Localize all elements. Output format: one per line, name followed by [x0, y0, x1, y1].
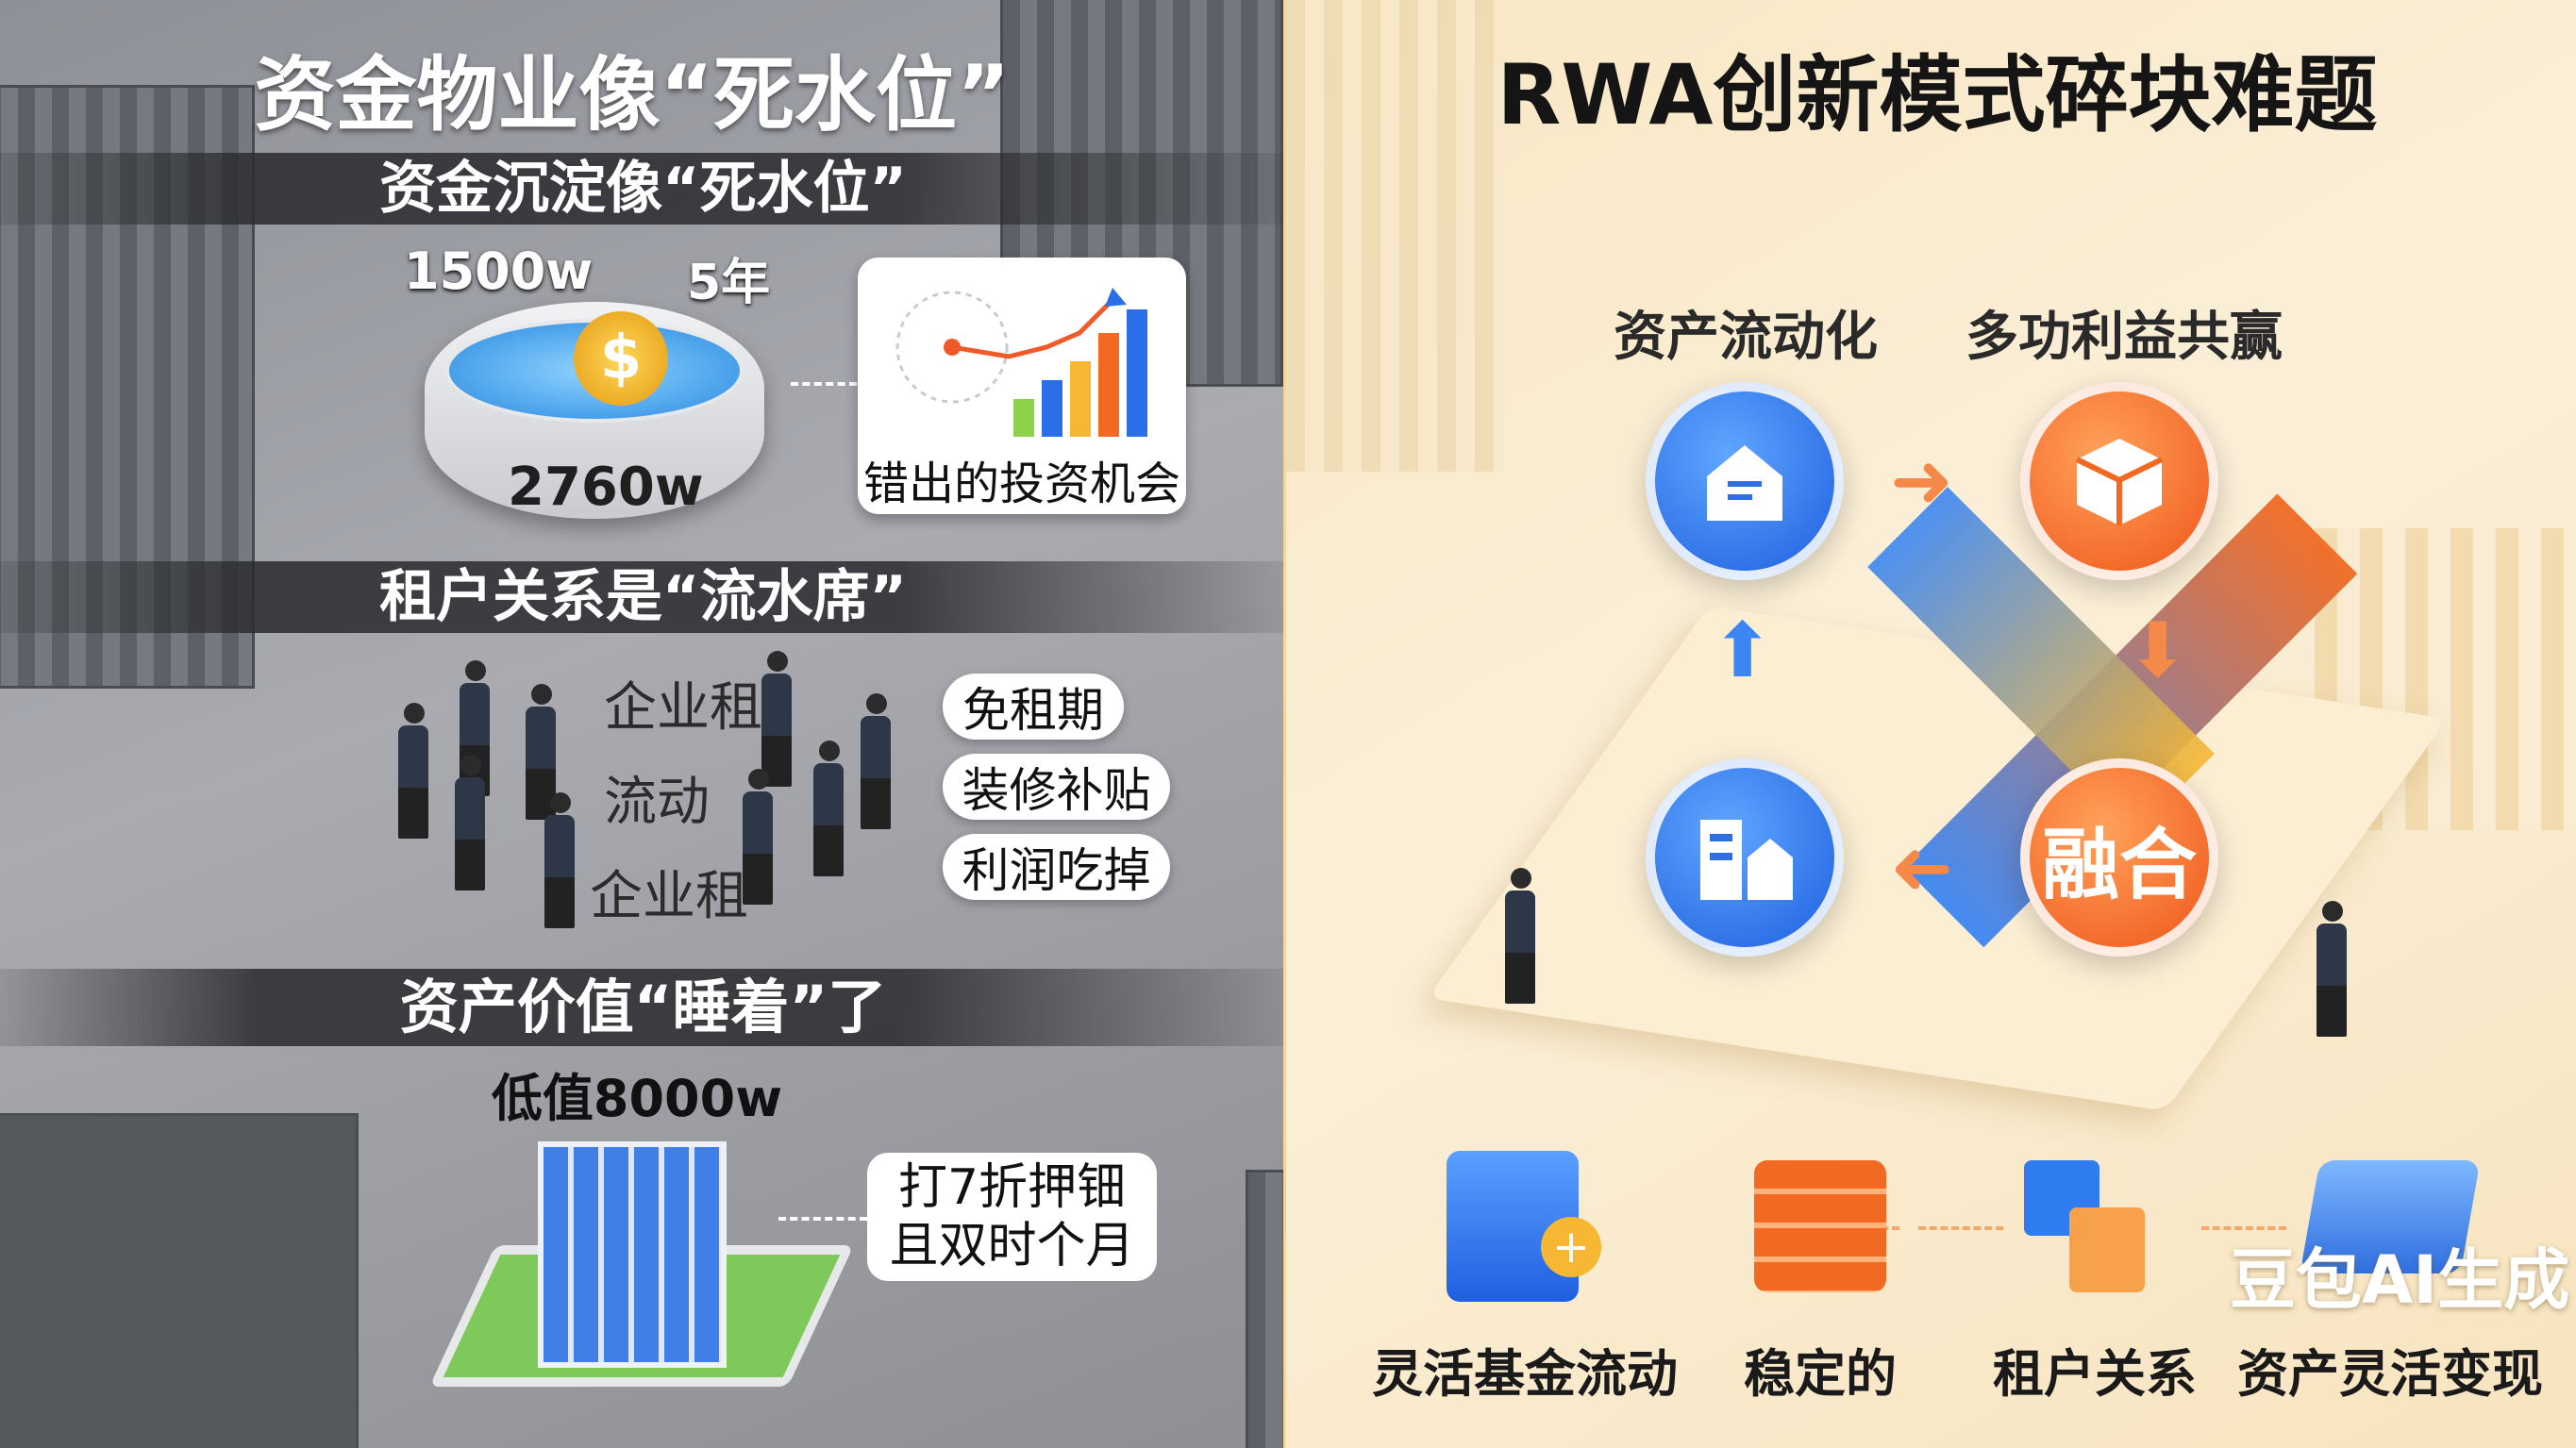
left-title: 资金物业像“死水位”	[254, 48, 1011, 142]
missed-opportunity-chart-icon	[895, 288, 1147, 437]
callout-line-2: 且双时个月	[889, 1218, 1135, 1274]
block-icon	[2069, 1207, 2145, 1292]
person-icon	[741, 769, 775, 910]
person-icon	[396, 703, 430, 844]
building-icon	[1700, 820, 1793, 900]
office-building-icon	[538, 1141, 727, 1368]
person-icon	[859, 693, 893, 835]
bottom-label-tenant: 租户关系	[1993, 1344, 2197, 1404]
years-label: 5年	[687, 255, 771, 311]
connector-line	[791, 382, 857, 386]
bottom-label-realize: 资产灵活变现	[2237, 1344, 2543, 1404]
right-title: RWA创新模式碎块难题	[1497, 46, 2378, 143]
arrow-left-icon: ➜	[1890, 824, 1954, 911]
plus-badge-icon: +	[1541, 1217, 1601, 1277]
arrow-down-icon: ⬇	[2126, 607, 2190, 694]
chart-caption: 错出的投资机会	[862, 458, 1180, 510]
label-multi-win: 多功利益共赢	[1965, 307, 2283, 368]
section-heading-capital: 资金沉淀像“死水位”	[0, 153, 1286, 225]
tenant-label-2: 流动	[604, 772, 710, 833]
building-background-left	[1286, 0, 1503, 472]
building-circle	[1646, 758, 1844, 957]
tenant-label-3: 企业租	[590, 866, 748, 927]
arrow-up-icon: ⬆	[1711, 607, 1775, 694]
discount-callout: 打7折押钿 且双时个月	[867, 1153, 1157, 1281]
cube-icon	[2075, 439, 2164, 525]
person-icon	[811, 741, 845, 882]
label-asset-liquidity: 资产流动化	[1614, 307, 1878, 368]
arrow-right-icon: ➜	[1890, 437, 1954, 524]
person-icon	[2315, 901, 2349, 1042]
person-icon	[453, 755, 487, 896]
office-building-bottom-left	[0, 1113, 359, 1448]
section-heading-asset-value: 资产价值“睡着”了	[0, 969, 1286, 1046]
building-edge	[1246, 1170, 1286, 1448]
investment-chart-card: 错出的投资机会	[858, 258, 1186, 514]
win-win-circle	[2020, 382, 2218, 580]
person-icon	[760, 651, 794, 792]
connector-line	[2201, 1226, 2286, 1230]
right-panel: RWA创新模式碎块难题 资产流动化 多功利益共赢 ➜ ⬇ ➜ ⬆ 融合 + 灵活…	[1286, 0, 2576, 1448]
tenant-label-1: 企业租	[604, 677, 762, 739]
stable-stack-icon	[1754, 1160, 1886, 1292]
section-heading-tenants: 租户关系是“流水席”	[0, 561, 1286, 633]
person-icon	[543, 792, 577, 934]
pill-profit-eaten: 利润吃掉	[943, 834, 1170, 900]
house-document-icon	[1707, 445, 1782, 521]
watermark: 豆包AI生成	[2230, 1241, 2570, 1319]
bottom-label-fund: 灵活基金流动	[1372, 1344, 1678, 1404]
connector-line	[778, 1217, 867, 1221]
bottom-label-stable: 稳定的	[1744, 1344, 1897, 1404]
amount-pool: 2760w	[508, 457, 704, 518]
pill-renovation-subsidy: 装修补贴	[943, 754, 1170, 820]
amount-top: 1500w	[404, 241, 594, 301]
person-icon	[1503, 868, 1537, 1009]
pill-rent-free: 免租期	[943, 674, 1124, 740]
connector-line	[1918, 1226, 2003, 1230]
liquidity-circle	[1646, 382, 1844, 580]
low-value-label: 低值8000w	[491, 1069, 783, 1128]
left-panel: 资金物业像“死水位” 资金沉淀像“死水位” $ 1500w 5年 2760w 错…	[0, 0, 1286, 1448]
callout-line-1: 打7折押钿	[897, 1159, 1127, 1216]
dollar-coin-icon: $	[574, 311, 668, 406]
fusion-circle: 融合	[2020, 758, 2218, 957]
